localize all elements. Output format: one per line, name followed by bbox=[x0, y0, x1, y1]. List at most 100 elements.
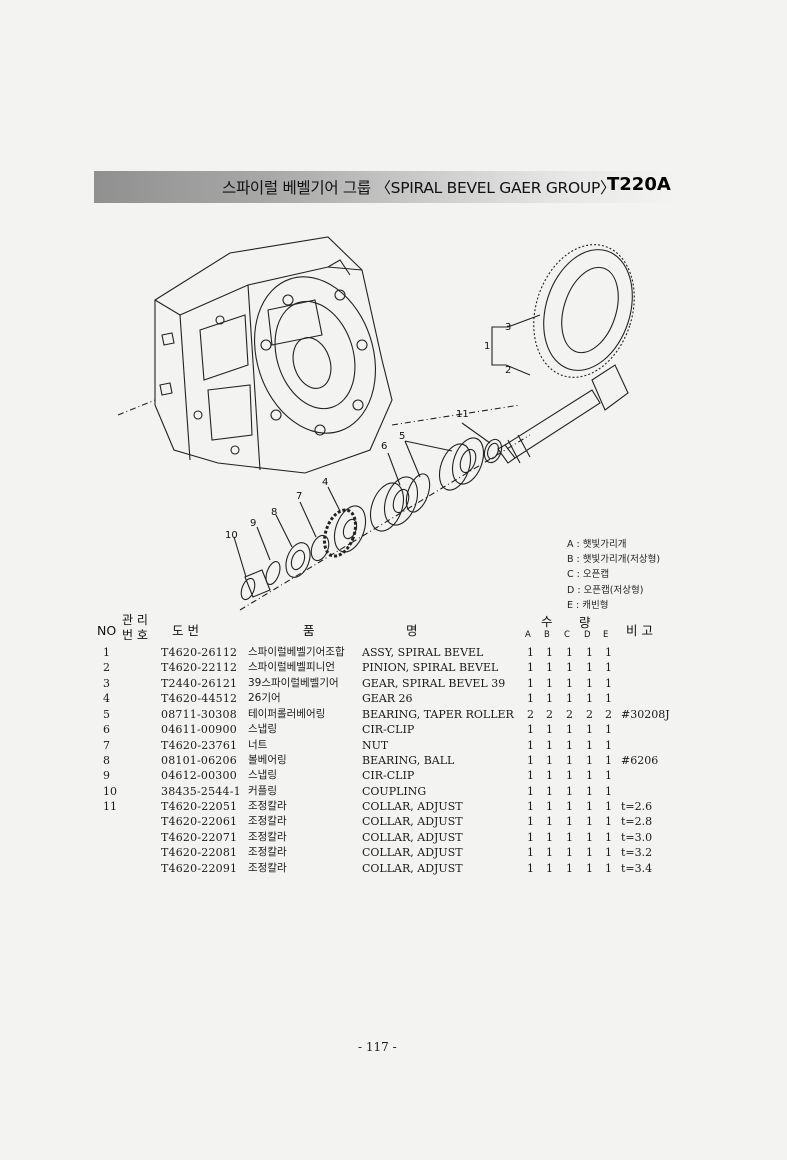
table-row: 5 08711-30308 테이퍼롤러베어링 BEARING, TAPER RO… bbox=[0, 707, 787, 722]
callout-5: 5 bbox=[399, 431, 405, 442]
callout-9: 9 bbox=[250, 518, 256, 529]
row-qty-a: 1 bbox=[527, 862, 534, 875]
row-name-english: GEAR, SPIRAL BEVEL 39 bbox=[362, 677, 506, 690]
row-qty-c: 1 bbox=[566, 646, 573, 659]
callout-8: 8 bbox=[271, 507, 277, 518]
row-name-english: COLLAR, ADJUST bbox=[362, 800, 463, 813]
page-title: 스파이럴 베벨기어 그룹 〈SPIRAL BEVEL GAER GROUP〉 bbox=[222, 179, 616, 197]
row-qty-d: 1 bbox=[586, 815, 593, 828]
row-qty-d: 1 bbox=[586, 646, 593, 659]
callout-3: 3 bbox=[505, 322, 511, 333]
row-qty-c: 1 bbox=[566, 800, 573, 813]
row-qty-b: 1 bbox=[546, 661, 553, 674]
row-name-english: BEARING, BALL bbox=[362, 754, 455, 767]
row-remark: t=3.0 bbox=[621, 831, 653, 844]
legend-item: E : 캐빈형 bbox=[567, 599, 609, 611]
header-qty-a: A bbox=[525, 630, 531, 640]
row-name-korean: 테이퍼롤러베어링 bbox=[248, 708, 326, 720]
row-name-english: CIR-CLIP bbox=[362, 723, 415, 736]
table-row: T4620-22081 조정칼라 COLLAR, ADJUST 1 1 1 1 … bbox=[0, 845, 787, 860]
row-qty-a: 1 bbox=[527, 661, 534, 674]
row-qty-d: 1 bbox=[586, 800, 593, 813]
row-qty-e: 1 bbox=[605, 646, 612, 659]
row-remark: t=2.6 bbox=[621, 800, 653, 813]
row-no: 5 bbox=[103, 708, 110, 721]
header-qty-right: 량 bbox=[579, 615, 591, 630]
row-no: 1 bbox=[103, 646, 110, 659]
header-qty-e: E bbox=[603, 630, 609, 640]
legend-item: B : 햇빛가리개(저상형) bbox=[567, 554, 661, 566]
row-qty-b: 1 bbox=[546, 754, 553, 767]
row-name-korean: 스파이럴베벨기어조합 bbox=[248, 646, 345, 658]
row-qty-b: 1 bbox=[546, 846, 553, 859]
row-qty-e: 1 bbox=[605, 769, 612, 782]
row-no: 2 bbox=[103, 661, 110, 674]
row-qty-c: 1 bbox=[566, 754, 573, 767]
row-qty-c: 1 bbox=[566, 739, 573, 752]
row-qty-d: 1 bbox=[586, 754, 593, 767]
header-name-left: 품 bbox=[303, 623, 315, 638]
header-qty-d: D bbox=[584, 630, 591, 640]
row-part-number: T4620-22091 bbox=[161, 862, 238, 875]
row-remark: #6206 bbox=[621, 754, 659, 767]
row-part-number: 04611-00900 bbox=[161, 723, 237, 736]
callout-7: 7 bbox=[296, 491, 302, 502]
callout-2: 2 bbox=[505, 365, 511, 376]
row-qty-b: 1 bbox=[546, 677, 553, 690]
row-qty-a: 1 bbox=[527, 754, 534, 767]
row-qty-a: 1 bbox=[527, 723, 534, 736]
row-name-korean: 26기어 bbox=[248, 692, 281, 704]
row-name-english: GEAR 26 bbox=[362, 692, 413, 705]
legend-item: D : 오픈캡(저상형) bbox=[567, 584, 644, 596]
row-part-number: T4620-22061 bbox=[161, 815, 238, 828]
row-remark: t=3.2 bbox=[621, 846, 653, 859]
row-qty-b: 2 bbox=[546, 708, 553, 721]
table-row: T4620-22091 조정칼라 COLLAR, ADJUST 1 1 1 1 … bbox=[0, 861, 787, 876]
header-mgmt-line2: 번 호 bbox=[122, 628, 148, 642]
row-qty-c: 1 bbox=[566, 815, 573, 828]
row-qty-b: 1 bbox=[546, 692, 553, 705]
row-name-korean: 스파이럴베벨피니언 bbox=[248, 661, 335, 673]
row-qty-d: 1 bbox=[586, 831, 593, 844]
row-qty-a: 1 bbox=[527, 646, 534, 659]
header-mgmt-line1: 관 리 bbox=[122, 613, 148, 627]
row-qty-a: 1 bbox=[527, 692, 534, 705]
callout-4: 4 bbox=[322, 477, 328, 488]
row-qty-d: 1 bbox=[586, 846, 593, 859]
title-bar bbox=[94, 171, 676, 203]
row-qty-e: 1 bbox=[605, 862, 612, 875]
table-row: 9 04612-00300 스냅링 CIR-CLIP 1 1 1 1 1 bbox=[0, 768, 787, 783]
table-row: 11 T4620-22051 조정칼라 COLLAR, ADJUST 1 1 1… bbox=[0, 799, 787, 814]
row-remark: #30208J bbox=[621, 708, 670, 721]
pinion-shaft bbox=[497, 364, 629, 464]
row-name-english: BEARING, TAPER ROLLER bbox=[362, 708, 514, 721]
row-name-korean: 조정칼라 bbox=[248, 862, 287, 874]
row-qty-e: 1 bbox=[605, 754, 612, 767]
row-qty-c: 2 bbox=[566, 708, 573, 721]
row-name-english: COLLAR, ADJUST bbox=[362, 846, 463, 859]
table-row: 10 38435-2544-1 커플링 COUPLING 1 1 1 1 1 bbox=[0, 784, 787, 799]
taper-roller-bearing-upper bbox=[438, 437, 485, 491]
row-qty-d: 1 bbox=[586, 692, 593, 705]
row-name-english: COUPLING bbox=[362, 785, 427, 798]
row-part-number: T4620-22051 bbox=[161, 800, 238, 813]
row-qty-a: 1 bbox=[527, 846, 534, 859]
row-no: 3 bbox=[103, 677, 110, 690]
row-no: 4 bbox=[103, 692, 110, 705]
row-qty-c: 1 bbox=[566, 846, 573, 859]
table-row: 7 T4620-23761 너트 NUT 1 1 1 1 1 bbox=[0, 738, 787, 753]
row-name-korean: 조정칼라 bbox=[248, 800, 287, 812]
row-qty-b: 1 bbox=[546, 769, 553, 782]
header-qty-left: 수 bbox=[541, 614, 553, 629]
coupling bbox=[240, 569, 271, 601]
row-name-english: COLLAR, ADJUST bbox=[362, 831, 463, 844]
row-name-english: COLLAR, ADJUST bbox=[362, 815, 463, 828]
row-part-number: T4620-22071 bbox=[161, 831, 238, 844]
row-qty-a: 1 bbox=[527, 785, 534, 798]
row-part-number: T4620-22081 bbox=[161, 846, 238, 859]
row-no: 10 bbox=[103, 785, 117, 798]
exploded-parts-diagram: 3 1 2 11 5 6 4 7 8 9 10 bbox=[117, 236, 635, 611]
row-qty-c: 1 bbox=[566, 831, 573, 844]
header-name-right: 명 bbox=[406, 623, 418, 638]
